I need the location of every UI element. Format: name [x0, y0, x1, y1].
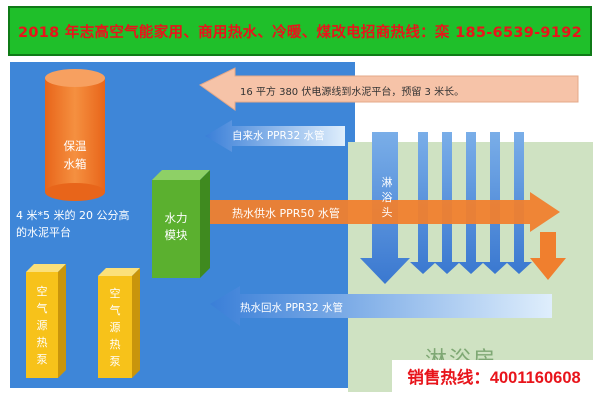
hot-supply-label: 热水供水 PPR50 水管	[232, 207, 340, 220]
heat-pump-2-label: 空气源热泵	[109, 287, 121, 368]
platform-note: 4 米*5 米的 20 公分高的水泥平台	[16, 209, 130, 239]
module-label-line1: 水力	[164, 211, 188, 225]
hot-water-return-pipe	[210, 286, 552, 326]
supply-down-branch	[530, 232, 566, 280]
insulated-water-tank	[45, 69, 105, 201]
tank-label-line2: 水箱	[63, 157, 87, 171]
hydraulic-module	[152, 170, 210, 278]
heat-pump-1-box	[26, 264, 66, 378]
module-label: 水力 模块	[155, 210, 197, 244]
hot-water-supply-pipe	[210, 192, 560, 232]
tank-label-line1: 保温	[63, 139, 87, 153]
tank-label: 保温 水箱	[52, 137, 98, 173]
banner: 2018 年志高空气能家用、商用热水、冷暖、煤改电招商热线：栾 185-6539…	[8, 6, 592, 56]
tap-water-pipe	[205, 120, 345, 152]
sales-hotline: 销售热线：4001160608	[392, 360, 596, 392]
hot-return-label: 热水回水 PPR32 水管	[240, 302, 343, 314]
heat-pump-1-label: 空气源热泵	[36, 285, 48, 366]
banner-text: 2018 年志高空气能家用、商用热水、冷暖、煤改电招商热线：栾 185-6539…	[18, 24, 582, 41]
power-line-arrow	[199, 67, 579, 111]
module-label-line2: 模块	[164, 228, 188, 242]
heat-pump-2-box	[98, 268, 140, 378]
tap-water-label: 自来水 PPR32 水管	[232, 130, 325, 142]
power-line-label: 16 平方 380 伏电源线到水泥平台，预留 3 米长。	[240, 87, 465, 98]
shower-head-label: 淋浴头	[381, 176, 393, 219]
